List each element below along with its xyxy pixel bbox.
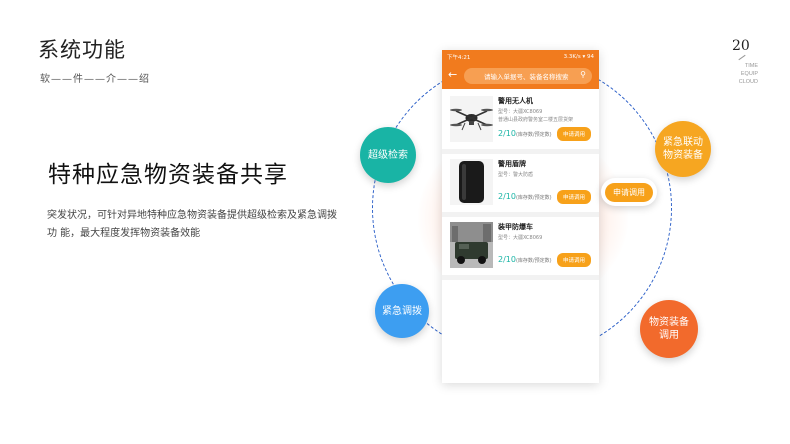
search-bar: ← 请输入单据号、装备名称搜索 ⚲ bbox=[442, 63, 599, 89]
list-item[interactable]: 警用无人机 型号：大疆XC8069 普通山县政府警务室二楼五层货架 2/10(库… bbox=[442, 91, 599, 154]
item-title: 警用盾牌 bbox=[498, 160, 526, 168]
super-search-bubble: 超级检索 bbox=[360, 127, 416, 183]
item-model: 型号：大疆XC8069 bbox=[498, 109, 543, 115]
apply-button[interactable]: 申请调用 bbox=[556, 127, 591, 141]
brand-line: EQUIP bbox=[740, 71, 758, 77]
brand-line: CLOUD bbox=[738, 79, 758, 85]
emergency-linkage-bubble: 紧急联动物资装备 bbox=[655, 121, 711, 177]
item-model: 型号：警大防盾 bbox=[498, 172, 534, 178]
armored-vehicle-image bbox=[450, 222, 493, 268]
list-item[interactable]: 警用盾牌 型号：警大防盾 2/10(库存数/预定数) 申请调用 bbox=[442, 154, 599, 217]
section-heading: 特种应急物资装备共享 bbox=[48, 162, 288, 188]
item-stock-note: (库存数/预定数) bbox=[515, 132, 552, 138]
status-time: 下午4:21 bbox=[447, 54, 471, 61]
search-icon[interactable]: ⚲ bbox=[580, 70, 586, 79]
item-title: 警用无人机 bbox=[498, 97, 533, 105]
equipment-allocation-bubble: 物资装备调用 bbox=[640, 300, 698, 358]
apply-button[interactable]: 申请调用 bbox=[556, 253, 591, 267]
list-item[interactable]: 装甲防爆车 型号：大疆XC8069 2/10(库存数/预定数) 申请调用 bbox=[442, 217, 599, 280]
item-model: 型号：大疆XC8069 bbox=[498, 235, 543, 241]
apply-callout-label: 申请调用 bbox=[605, 182, 653, 202]
item-stock-note: (库存数/预定数) bbox=[515, 258, 552, 264]
page-subtitle: 软——件——介——绍 bbox=[40, 74, 150, 85]
item-stock: 2/10(库存数/预定数) bbox=[498, 255, 552, 264]
shield-image bbox=[450, 159, 493, 205]
item-title: 装甲防爆车 bbox=[498, 223, 533, 231]
page-number-slash bbox=[738, 54, 746, 61]
page-title: 系统功能 bbox=[38, 38, 126, 62]
search-placeholder: 请输入单据号、装备名称搜索 bbox=[484, 73, 569, 81]
page-number: 20 bbox=[732, 38, 750, 54]
item-address: 普通山县政府警务室二楼五层货架 bbox=[498, 117, 574, 123]
brand-mark: TIME EQUIP CLOUD bbox=[728, 62, 758, 86]
item-stock-value: 2/10 bbox=[498, 129, 516, 138]
search-input[interactable]: 请输入单据号、装备名称搜索 ⚲ bbox=[464, 68, 592, 84]
emergency-dispatch-bubble: 紧急调拨 bbox=[375, 284, 429, 338]
brand-line: TIME bbox=[744, 63, 758, 69]
item-stock-value: 2/10 bbox=[498, 192, 516, 201]
apply-callout[interactable]: 申请调用 bbox=[601, 178, 657, 206]
item-stock-value: 2/10 bbox=[498, 255, 516, 264]
phone-mockup: 下午4:21 3.3K/s ▾ 94 ← 请输入单据号、装备名称搜索 ⚲ 警用无… bbox=[442, 50, 599, 383]
back-arrow-icon[interactable]: ← bbox=[448, 68, 458, 81]
item-stock-note: (库存数/预定数) bbox=[515, 195, 552, 201]
item-stock: 2/10(库存数/预定数) bbox=[498, 129, 552, 138]
item-stock: 2/10(库存数/预定数) bbox=[498, 192, 552, 201]
section-description: 突发状况，可针对异地特种应急物资装备提供超级检索及紧急调拨功 能，最大程度发挥物… bbox=[47, 210, 337, 239]
drone-image bbox=[450, 96, 493, 142]
status-bar: 下午4:21 3.3K/s ▾ 94 bbox=[442, 50, 599, 63]
apply-button[interactable]: 申请调用 bbox=[556, 190, 591, 204]
status-indicators: 3.3K/s ▾ 94 bbox=[563, 53, 594, 60]
